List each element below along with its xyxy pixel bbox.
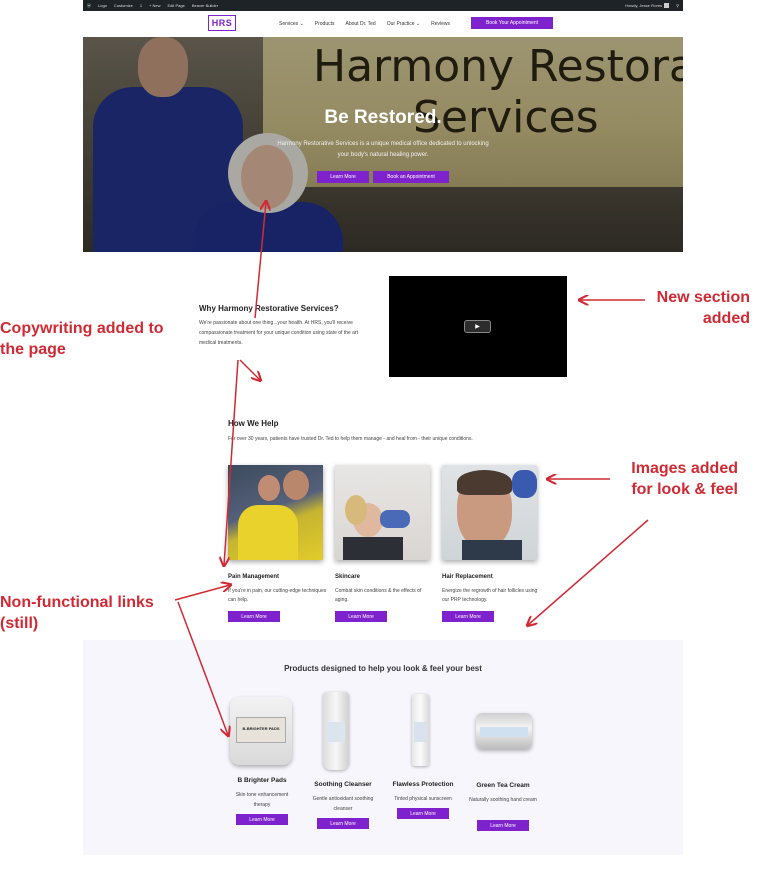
b-brighter-pads-image: B-BRIGHTER PADS xyxy=(230,697,292,765)
product-label: B-BRIGHTER PADS xyxy=(236,717,286,743)
annotation-new-section: New section added xyxy=(656,289,750,327)
soothing-cleanser-image xyxy=(323,692,349,770)
product-desc-soothing-cleanser: Gentle antioxidant soothing cleanser xyxy=(312,796,374,812)
admin-edit-page-link[interactable]: Edit Page xyxy=(167,3,185,8)
nav-reviews[interactable]: Reviews xyxy=(431,21,450,27)
banner-text-line2: Services xyxy=(413,92,599,143)
flawless-protection-image xyxy=(412,694,429,766)
green-tea-cream-learn-more-button[interactable]: Learn More xyxy=(477,820,529,831)
arrow-links-product xyxy=(177,601,228,735)
main-nav: Services ⌄ Products About Dr. Ted Our Pr… xyxy=(279,11,450,37)
card-desc-hair-replacement: Energize the regrowth of hair follicles … xyxy=(442,588,538,603)
admin-howdy[interactable]: Howdy, Jesse Flores xyxy=(625,2,670,9)
card-title-pain-management: Pain Management xyxy=(228,574,280,580)
book-appointment-button[interactable]: Book Your Appointment xyxy=(471,17,553,29)
man-head xyxy=(138,37,188,97)
site-logo[interactable]: HRS xyxy=(208,15,236,31)
avatar xyxy=(664,3,670,9)
card-title-skincare: Skincare xyxy=(335,574,361,580)
site-header: HRS Services ⌄ Products About Dr. Ted Ou… xyxy=(83,11,683,37)
why-body: We're passionate about one thing...your … xyxy=(199,320,358,346)
why-title: Why Harmony Restorative Services? xyxy=(199,304,339,313)
hair-replacement-learn-more-button[interactable]: Learn More xyxy=(442,611,494,622)
soothing-cleanser-learn-more-button[interactable]: Learn More xyxy=(317,818,369,829)
arrow-links-card xyxy=(174,585,230,601)
product-name-soothing-cleanser: Soothing Cleanser xyxy=(314,781,372,788)
nav-our-practice[interactable]: Our Practice ⌄ xyxy=(386,21,421,27)
nav-services[interactable]: Services ⌄ xyxy=(279,21,304,27)
hero-banner-photo xyxy=(263,37,683,187)
hero-learn-more-button[interactable]: Learn More xyxy=(317,171,369,183)
products-section xyxy=(83,640,683,855)
hair-replacement-image xyxy=(442,465,537,560)
woman-face xyxy=(241,145,293,209)
hero-title: Be Restored. xyxy=(324,107,442,128)
pain-management-image xyxy=(228,465,323,560)
wp-admin-bar: Ⓦ Logo Customize 1 + New Edit Page Beave… xyxy=(83,0,683,11)
wordpress-icon[interactable]: Ⓦ xyxy=(87,2,91,8)
product-name-green-tea-cream: Green Tea Cream xyxy=(476,782,530,789)
products-title: Products designed to help you look & fee… xyxy=(284,664,482,673)
card-title-hair-replacement: Hair Replacement xyxy=(442,574,493,580)
arrow-copy-hero xyxy=(254,202,266,319)
skincare-image xyxy=(335,465,430,560)
hero-overlay xyxy=(83,37,683,252)
product-desc-green-tea-cream: Naturally soothing hand cream xyxy=(469,797,537,803)
product-desc-b-brighter: Skin tone enhancement therapy xyxy=(235,792,289,808)
annotation-images: Images added for look & feel xyxy=(631,460,738,498)
arrow-copy-why xyxy=(239,359,260,380)
pain-management-learn-more-button[interactable]: Learn More xyxy=(228,611,280,622)
nav-products[interactable]: Products xyxy=(314,21,335,27)
annotation-links: Non-functional links (still) xyxy=(0,594,154,632)
admin-logo-link[interactable]: Logo xyxy=(98,3,107,8)
search-icon[interactable]: ⚲ xyxy=(676,3,679,8)
product-desc-flawless-protection: Tinted physical sunscreen xyxy=(394,796,452,802)
admin-customize-link[interactable]: Customize xyxy=(113,3,133,8)
flawless-protection-learn-more-button[interactable]: Learn More xyxy=(397,808,449,819)
b-brighter-learn-more-button[interactable]: Learn More xyxy=(236,814,288,825)
product-name-flawless-protection: Flawless Protection xyxy=(392,781,454,788)
skincare-learn-more-button[interactable]: Learn More xyxy=(335,611,387,622)
banner-text-line1: Harmony Restorative xyxy=(313,41,683,92)
help-subtitle: For over 30 years, patients have trusted… xyxy=(228,436,473,442)
admin-howdy-label: Howdy, Jesse Flores xyxy=(625,2,663,8)
arrow-copy-pain xyxy=(224,359,239,565)
hero-section: Harmony Restorative Services Be Restored… xyxy=(83,37,683,252)
hero-book-appointment-button[interactable]: Book an Appointment xyxy=(373,171,449,183)
product-name-b-brighter: B Brighter Pads xyxy=(237,777,287,784)
annotation-copywriting: Copywriting added to the page xyxy=(0,320,164,358)
green-tea-cream-image xyxy=(476,713,532,749)
help-title: How We Help xyxy=(228,419,279,428)
arrow-images-diagonal xyxy=(528,519,649,625)
nav-about[interactable]: About Dr. Ted xyxy=(345,21,376,27)
card-desc-pain-management: If you're in pain, our cutting-edge tech… xyxy=(228,588,327,603)
card-desc-skincare: Combat skin conditions & the effects of … xyxy=(335,588,422,603)
admin-beaver-builder-link[interactable]: Beaver Builder xyxy=(191,3,219,8)
hero-subtitle: Harmony Restorative Services is a unique… xyxy=(277,141,489,158)
play-icon[interactable]: ▶ xyxy=(464,320,491,333)
admin-comments-count[interactable]: 1 xyxy=(139,3,143,8)
admin-new-link[interactable]: + New xyxy=(149,3,161,8)
